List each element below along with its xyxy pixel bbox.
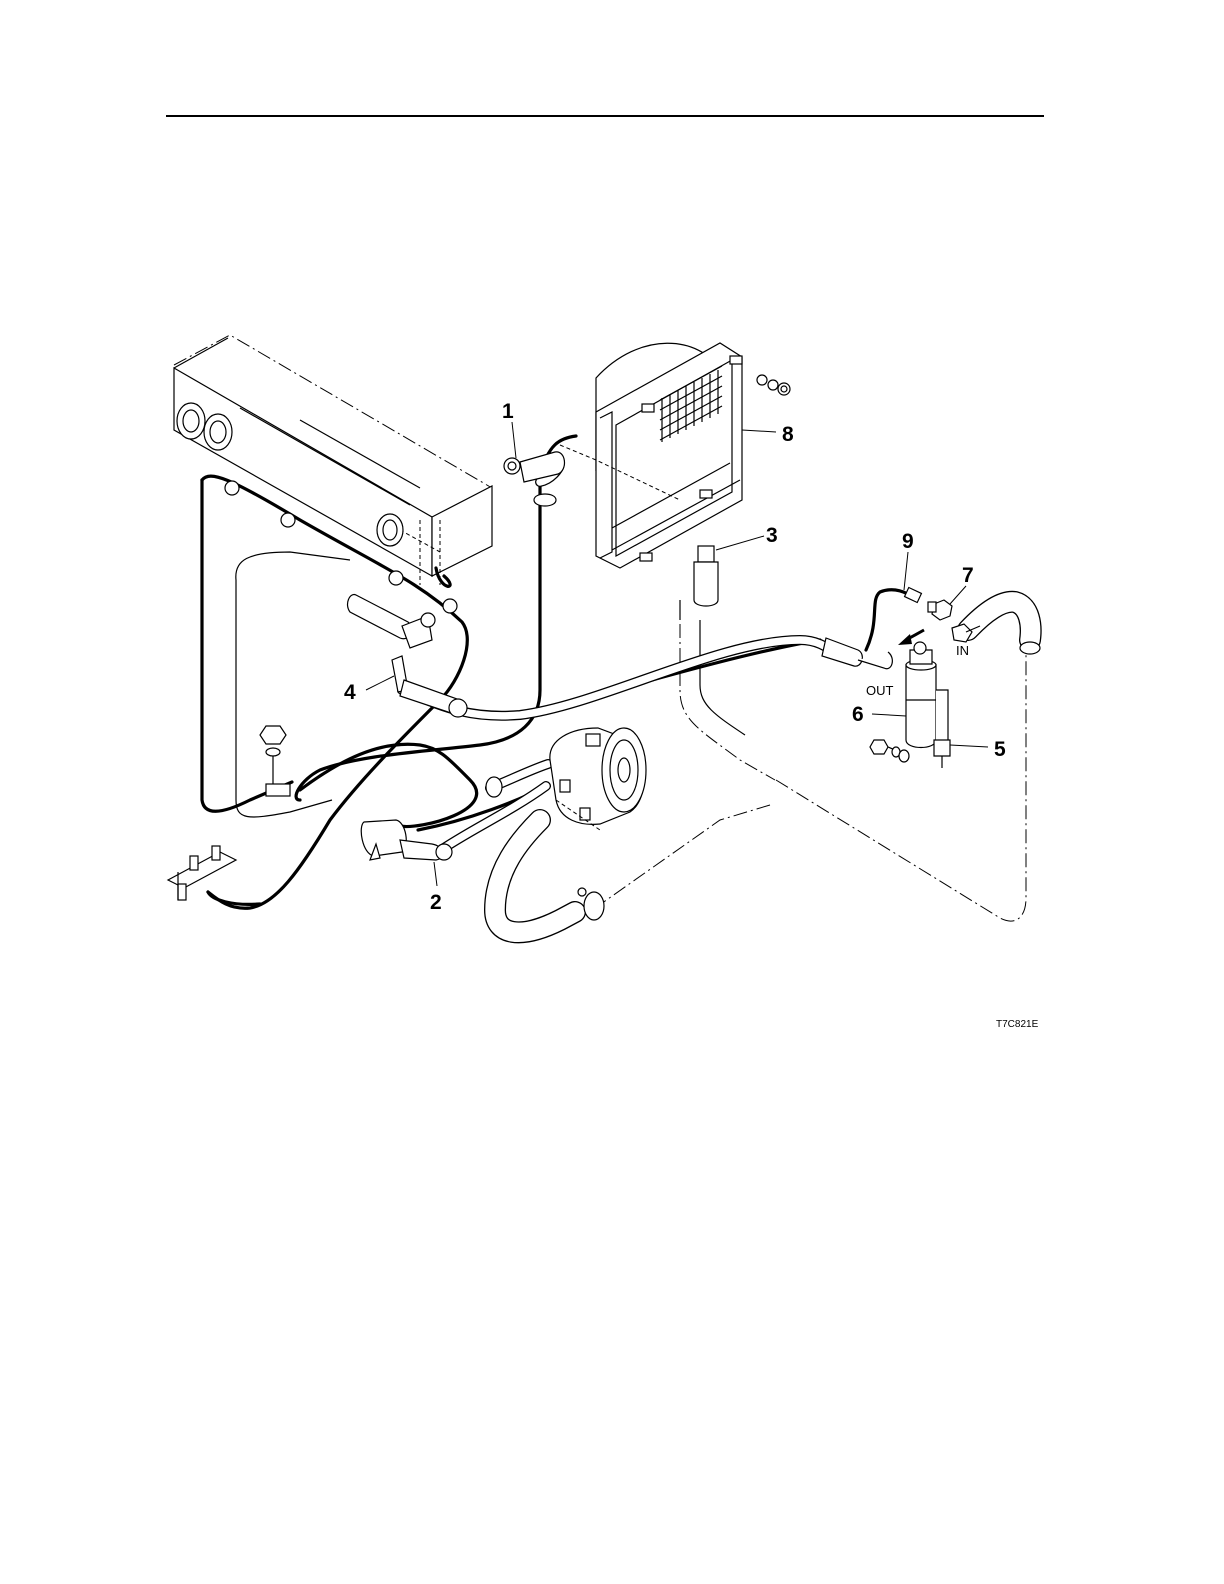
callout-4: 4 [344, 681, 356, 704]
drier-bolt-washers [870, 740, 909, 762]
condenser [560, 343, 790, 568]
label-in: IN [956, 643, 969, 658]
wiring-harness [202, 436, 908, 908]
pressure-switch-connector [905, 588, 922, 603]
vent-outlet-middle [204, 414, 232, 450]
callout-7: 7 [962, 564, 974, 587]
evaporator-unit [174, 335, 492, 585]
callout-3: 3 [766, 524, 778, 547]
vent-outlet-right [377, 514, 403, 546]
callout-1: 1 [502, 400, 514, 423]
callout-5: 5 [994, 738, 1006, 761]
callout-2: 2 [430, 891, 442, 914]
vent-outlet-left [177, 403, 205, 439]
callout-6: 6 [852, 703, 864, 726]
condenser-hose-stub [694, 546, 718, 606]
drier-cylinder [906, 660, 936, 748]
callout-8: 8 [782, 423, 794, 446]
compressor [550, 728, 646, 830]
callout-9: 9 [902, 530, 914, 553]
label-out: OUT [866, 683, 894, 698]
switch-panel [168, 846, 236, 900]
nut-washer-stack [260, 726, 286, 784]
figure-id: T7C821E [996, 1019, 1039, 1030]
pressure-switch [928, 600, 952, 620]
condenser-washers [757, 375, 790, 395]
receiver-drier [822, 638, 950, 768]
